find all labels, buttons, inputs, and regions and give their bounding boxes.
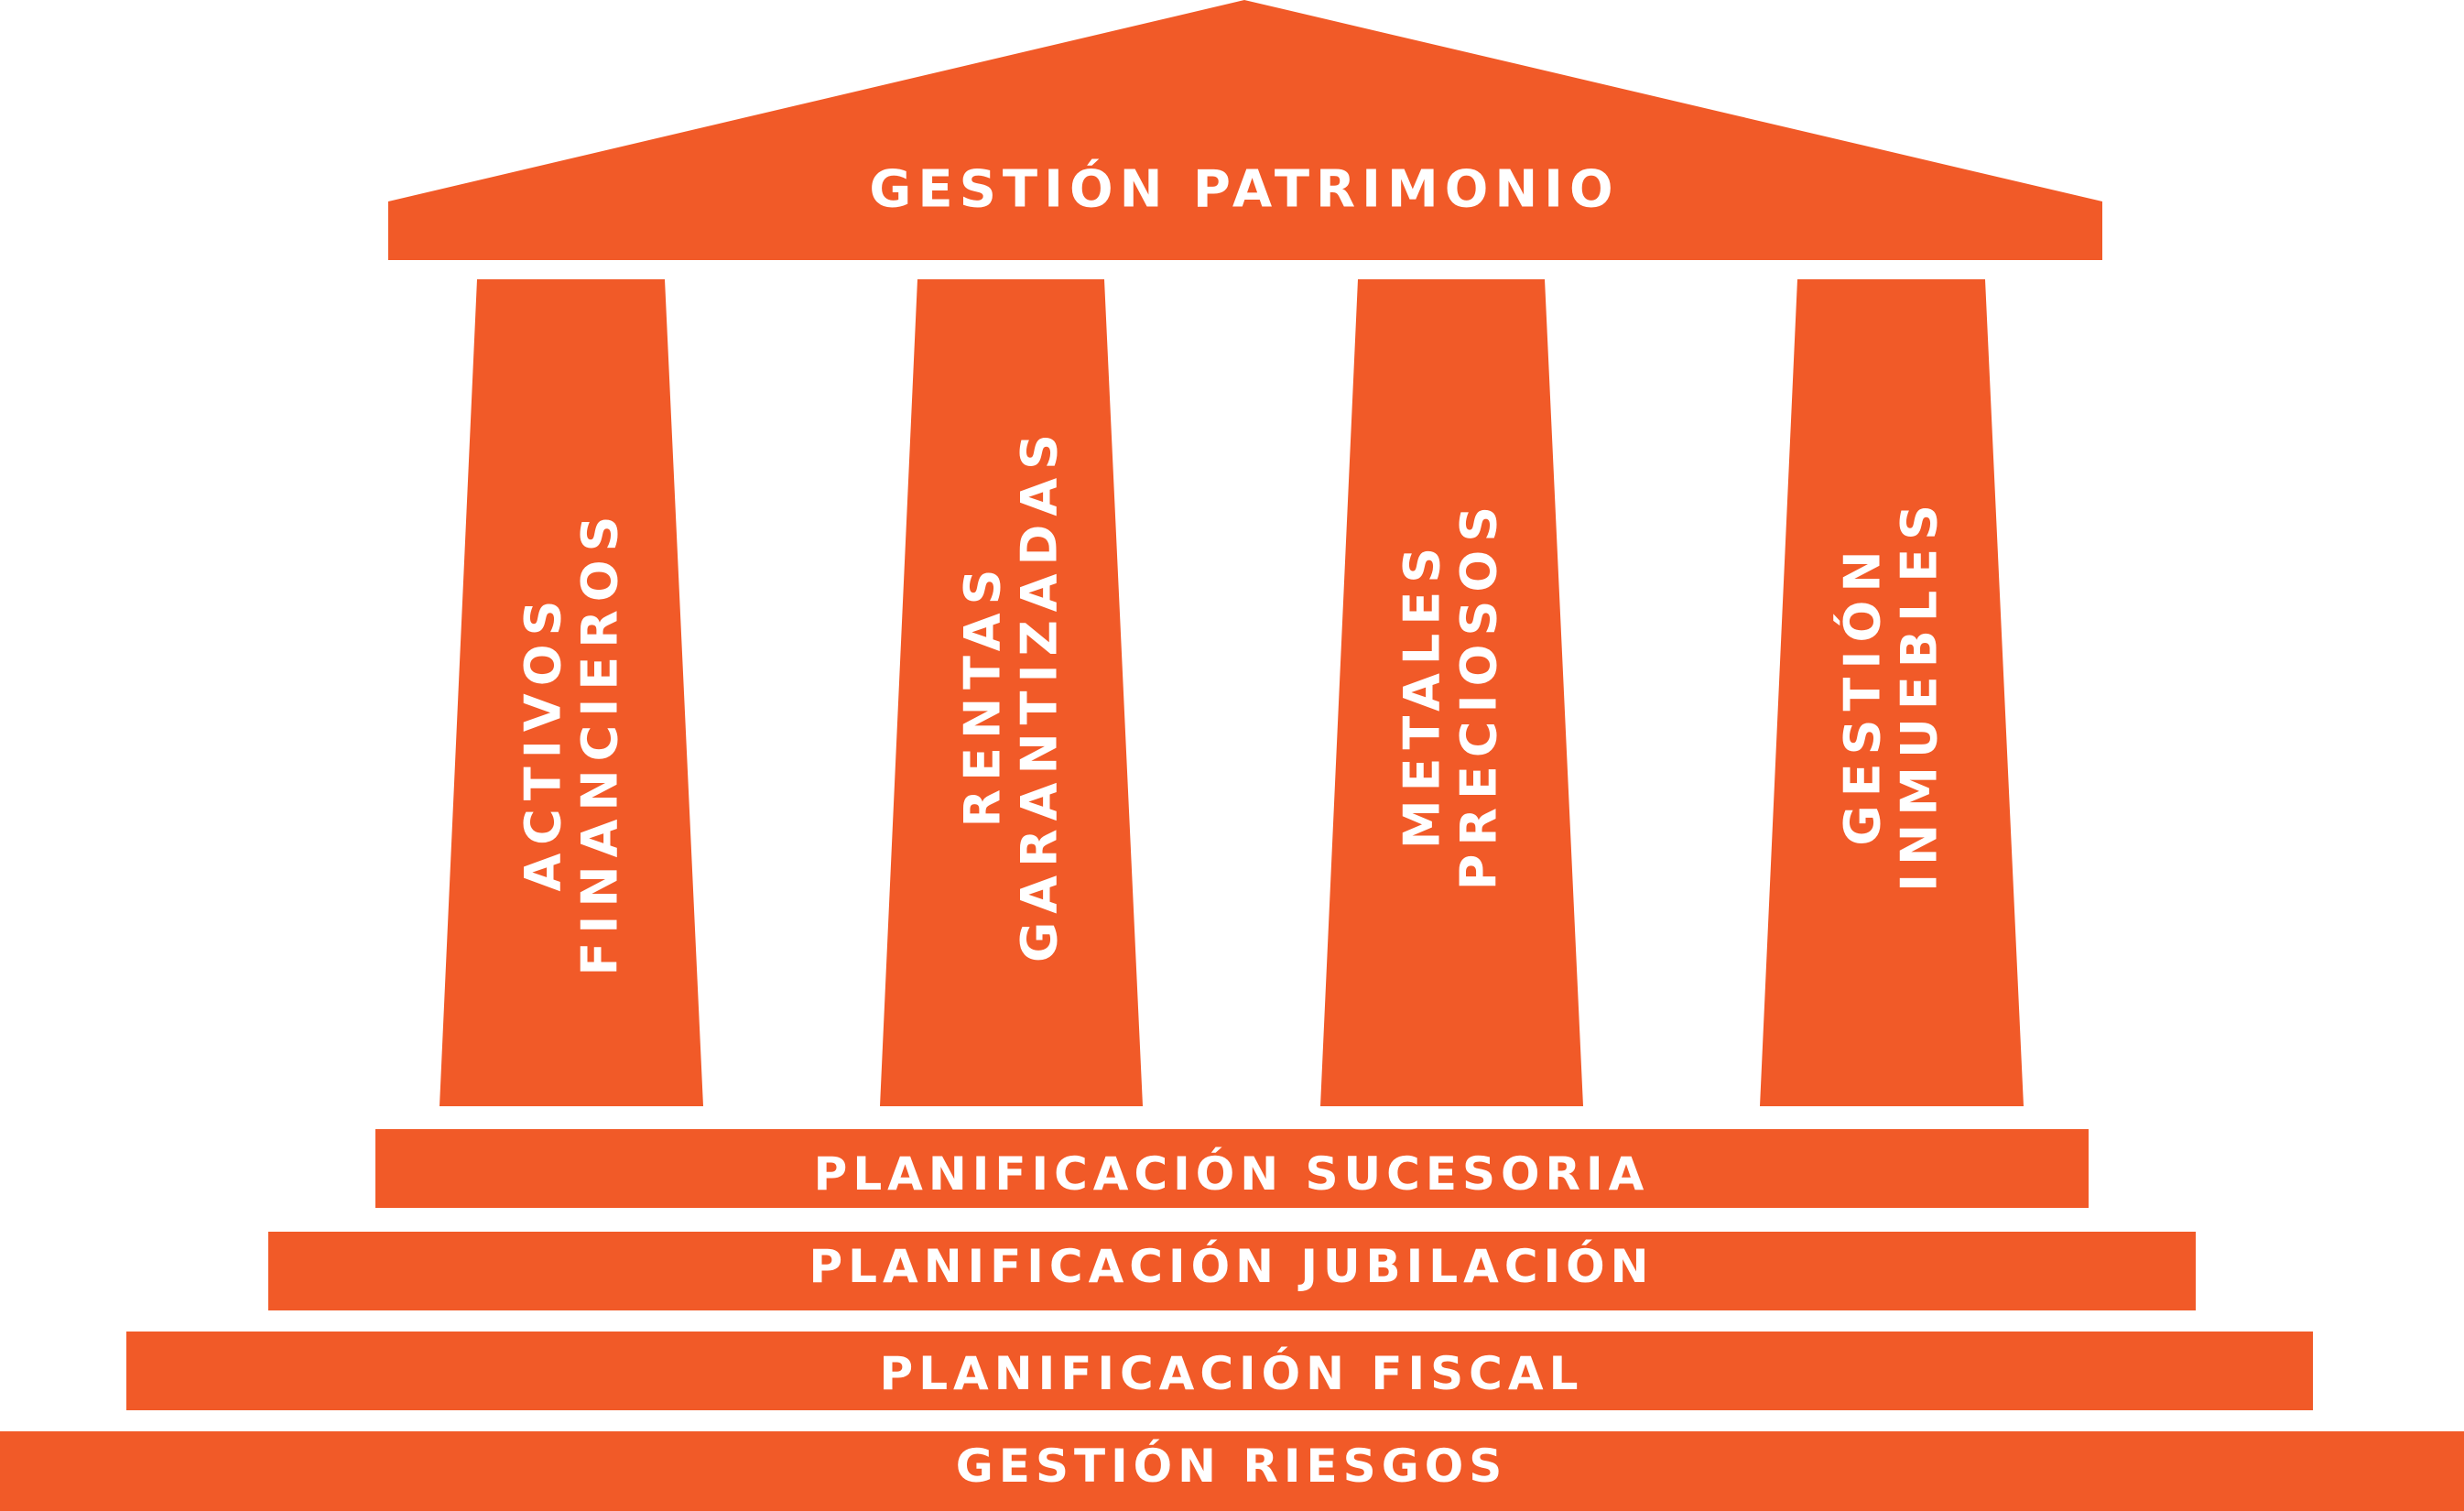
column-metales-preciosos: METALES PRECIOSOS: [1320, 279, 1583, 1106]
column-shaft: [880, 279, 1143, 1106]
step-planificacion-jubilacion: PLANIFICACIÓN JUBILACIÓN: [268, 1232, 2196, 1310]
column-shaft: [440, 279, 703, 1106]
step-bar: [375, 1129, 2089, 1208]
column-rentas-garantizadas: RENTAS GARANTIZADAS: [880, 279, 1143, 1106]
step-bar: [126, 1332, 2313, 1410]
step-bar: [0, 1431, 2464, 1511]
column-label-line1: ACTIVOS: [515, 592, 572, 892]
step-label: PLANIFICACIÓN JUBILACIÓN: [809, 1239, 1655, 1293]
roof-pediment: [388, 0, 2102, 260]
column-label-line2: FINANCIEROS: [571, 507, 629, 975]
column-label-line1: GESTIÓN: [1834, 542, 1892, 845]
column-label-line2: PRECIOSOS: [1450, 498, 1508, 890]
roof-label: GESTIÓN PATRIMONIO: [869, 160, 1619, 220]
step-planificacion-sucesoria: PLANIFICACIÓN SUCESORIA: [375, 1129, 2089, 1208]
step-bar: [268, 1232, 2196, 1310]
column-label-line1: RENTAS: [954, 561, 1012, 828]
column-shaft: [1320, 279, 1583, 1106]
column-label-line2: INMUEBLES: [1891, 496, 1948, 892]
step-label: GESTIÓN RIESGOS: [956, 1439, 1508, 1493]
step-label: PLANIFICACIÓN FISCAL: [880, 1346, 1584, 1400]
roof: GESTIÓN PATRIMONIO: [388, 0, 2102, 260]
step-planificacion-fiscal: PLANIFICACIÓN FISCAL: [126, 1332, 2313, 1410]
column-shaft: [1760, 279, 2024, 1106]
column-label-line1: METALES: [1394, 539, 1451, 849]
column-label-line2: GARANTIZADAS: [1011, 426, 1069, 962]
step-gestion-riesgos: GESTIÓN RIESGOS: [0, 1431, 2464, 1511]
column-gestion-inmuebles: GESTIÓN INMUEBLES: [1760, 279, 2024, 1106]
step-label: PLANIFICACIÓN SUCESORIA: [814, 1147, 1650, 1201]
column-activos-financieros: ACTIVOS FINANCIEROS: [440, 279, 703, 1106]
